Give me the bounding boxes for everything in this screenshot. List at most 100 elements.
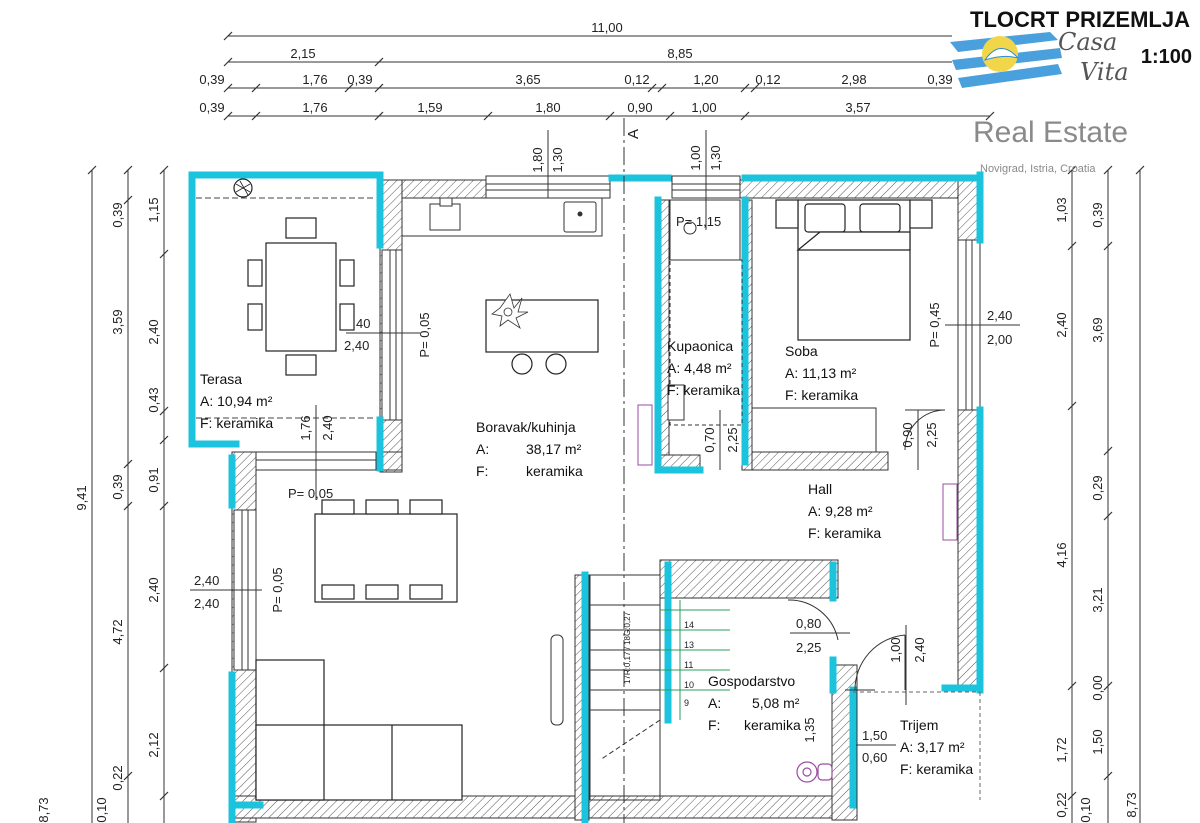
dim-label: 1,50 [1090, 729, 1105, 754]
door-label: 2,40 [912, 637, 927, 662]
hall-radiator [942, 483, 958, 541]
trijem-fixtures [796, 761, 833, 783]
dim-label: 3,21 [1090, 587, 1105, 612]
door-label: 2,40 [320, 415, 335, 440]
stairs [550, 574, 730, 801]
sill-label: P= 0,05 [417, 312, 432, 357]
room-gospodarstvo: Gospodarstvo A: 5,08 m² F: keramika [708, 673, 801, 733]
door-label: 2,25 [796, 640, 821, 655]
page-title: TLOCRT PRIZEMLJA [970, 7, 1190, 32]
dining-table [314, 499, 458, 603]
plant-icon [233, 178, 253, 198]
dim-label: 2,40 [146, 319, 161, 344]
right-dimension-lines [1067, 165, 1145, 823]
dim-total-height: 9,41 [74, 485, 89, 510]
dim-label: 1,00 [691, 100, 716, 115]
room-area: 5,08 m² [752, 695, 800, 711]
step-number: 11 [684, 660, 693, 670]
dim-label: 0,12 [624, 72, 649, 87]
window-label: 2,40 [344, 338, 369, 353]
window-label: 2,40 [194, 573, 219, 588]
room-hall: Hall A: 9,28 m² F: keramika [808, 481, 881, 541]
door-label: 2,25 [924, 422, 939, 447]
door-label: 1,00 [888, 637, 903, 662]
right-dimension-labels: 1,03 2,40 4,16 1,72 0,22 0,39 3,69 0,29 … [1054, 197, 1139, 822]
room-area: 38,17 m² [526, 441, 582, 457]
dim-label: 4,16 [1054, 542, 1069, 567]
left-dimension-lines [87, 165, 169, 823]
scale-label: 1:100 [1141, 46, 1192, 68]
dim-label: 0,39 [927, 72, 952, 87]
sill-label: P= 0,45 [927, 302, 942, 347]
door-label: 0,80 [796, 616, 821, 631]
window-label: 1,30 [550, 147, 565, 172]
opening-labels: 1,80 1,30 1,00 1,30 40 2,40 P= 0,05 1,76… [190, 130, 1020, 765]
room-name: Hall [808, 481, 832, 497]
top-dimension-lines [223, 31, 995, 121]
window-label: 2,40 [987, 308, 1012, 323]
dim-label: 0,39 [110, 474, 125, 499]
dim-label: 0,39 [1090, 202, 1105, 227]
dim-label: 3,65 [515, 72, 540, 87]
dim-label: 3,69 [1090, 317, 1105, 342]
dim-label: 2,15 [290, 46, 315, 61]
step-number: 9 [684, 698, 689, 708]
dim-label: 2,98 [841, 72, 866, 87]
dim-label: 1,59 [417, 100, 442, 115]
room-terasa: Terasa A: 10,94 m² F: keramika [200, 371, 273, 431]
room-floor: F: keramika [200, 415, 273, 431]
dim-label: 0,39 [199, 100, 224, 115]
window-label: 1,00 [688, 145, 703, 170]
room-area-prefix: A: [476, 441, 489, 457]
room-floor: F: keramika [667, 382, 740, 398]
dim-total-width: 11,00 [591, 20, 623, 35]
terasa-dining-set [247, 217, 355, 376]
brand-logo: Casa Vita Real Estate Novigrad, Istria, … [950, 28, 1129, 175]
room-name: Boravak/kuhinja [476, 419, 576, 435]
room-area: A: 9,28 m² [808, 503, 873, 519]
room-trijem: Trijem A: 3,17 m² F: keramika [900, 717, 973, 777]
door-label: 0,90 [900, 422, 915, 447]
dim-label: 4,72 [110, 619, 125, 644]
logo-emblem [950, 30, 1062, 94]
room-floor-prefix: F: [476, 463, 488, 479]
room-area: A: 4,48 m² [667, 360, 732, 376]
dim-label: 0,12 [755, 72, 780, 87]
room-soba: Soba A: 11,13 m² F: keramika [785, 343, 858, 403]
window-label: 2,00 [987, 332, 1012, 347]
dim-label: 0,43 [146, 387, 161, 412]
section-line: A [623, 118, 642, 823]
top-dimension-labels: 11,00 2,15 8,85 0,39 1,76 0,39 3,65 0,12… [199, 20, 952, 115]
left-dimension-labels: 9,41 0,39 3,59 0,39 4,72 0,22 0,10 8,73 … [36, 197, 161, 822]
step-number: 14 [684, 620, 694, 630]
step-number: 13 [684, 640, 694, 650]
room-floor: keramika [526, 463, 583, 479]
brand-name: Real Estate [973, 116, 1128, 149]
room-area: A: 10,94 m² [200, 393, 273, 409]
dim-label: 8,73 [1124, 792, 1139, 817]
room-area: A: 11,13 m² [785, 365, 857, 381]
plan-title: TLOCRT PRIZEMLJA 1:100 [970, 7, 1192, 68]
room-floor-prefix: F: [708, 717, 720, 733]
door-label: 2,25 [725, 427, 740, 452]
dim-label: 0,39 [199, 72, 224, 87]
dim-label: 8,73 [36, 797, 51, 822]
room-floor: F: keramika [808, 525, 881, 541]
room-name: Soba [785, 343, 818, 359]
dim-label: 0,10 [1078, 797, 1093, 822]
sill-label: P= 0,05 [270, 567, 285, 612]
stair-step-numbers: 14 13 11 10 9 17R:0,17 / 18G:0,27 [623, 611, 694, 708]
trijem-floor-lines [853, 691, 981, 800]
dim-label: 3,59 [110, 309, 125, 334]
dim-label: 0,39 [347, 72, 372, 87]
dim-label: 0,22 [110, 765, 125, 790]
dim-label: 0,22 [1054, 792, 1069, 817]
trijem-side-dim: 1,35 [802, 717, 817, 742]
window-label: 40 [356, 316, 370, 331]
bed [775, 199, 933, 341]
room-kupaonica: Kupaonica A: 4,48 m² F: keramika [667, 338, 740, 398]
room-name: Kupaonica [667, 338, 733, 354]
window-label: 1,80 [530, 147, 545, 172]
dim-label: 1,72 [1054, 737, 1069, 762]
